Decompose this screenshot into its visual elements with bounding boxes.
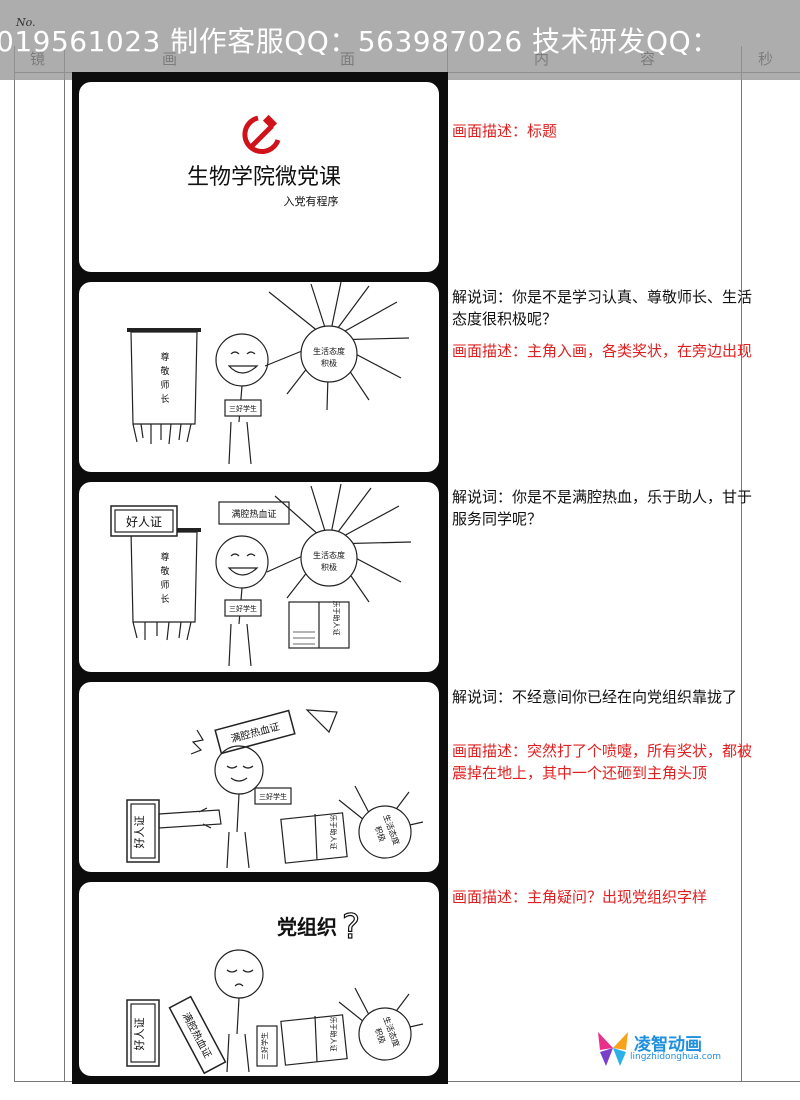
banner-char-1: 尊 bbox=[160, 551, 169, 563]
banner-char-2: 敬 bbox=[160, 365, 169, 377]
arrow-mark bbox=[305, 709, 338, 734]
row1-scene: 画面描述：标题 bbox=[452, 122, 558, 140]
row4-narration: 解说词：不经意间你已经在向党组织靠拢了 bbox=[452, 688, 738, 706]
butterfly-icon bbox=[598, 1032, 628, 1066]
brand-logo: 凌智动画 lingzhidonghua.com bbox=[596, 1028, 746, 1072]
award-book bbox=[256, 1025, 278, 1067]
sun-label-2: 积极 bbox=[321, 562, 337, 572]
good-person-certificate: 好人证 bbox=[126, 799, 160, 863]
banner-char-2: 敬 bbox=[160, 565, 169, 577]
scroll-banner: 尊 敬 师 长 bbox=[127, 328, 201, 445]
sneeze-burst bbox=[190, 729, 204, 755]
party-org-label: 党组织 bbox=[277, 915, 337, 939]
passion-certificate bbox=[218, 501, 290, 525]
banner-char-4: 长 bbox=[160, 393, 169, 405]
award-book bbox=[224, 399, 262, 417]
passion-certificate bbox=[168, 995, 227, 1075]
award-book bbox=[224, 599, 262, 617]
character bbox=[214, 745, 264, 869]
sun-badge: 生活态度 积极 bbox=[266, 483, 412, 603]
sun-badge: 生活态度 积极 bbox=[264, 282, 410, 411]
good-person-certificate: 好人证 bbox=[126, 999, 160, 1067]
no-label: No. bbox=[16, 16, 36, 29]
award-book-label: 三好学生 bbox=[229, 604, 257, 613]
question-mark: ? bbox=[342, 907, 360, 947]
sun-badge: 生活态度 积极 bbox=[338, 987, 424, 1061]
party-emblem-icon bbox=[242, 114, 281, 155]
character bbox=[215, 535, 269, 667]
good-person-certificate bbox=[110, 505, 178, 537]
passion-certificate bbox=[214, 709, 296, 755]
passion-label: 满腔热血证 bbox=[231, 508, 276, 520]
helpful-certificate: 乐于助人证 bbox=[288, 601, 350, 649]
logo-name: 凌智动画 bbox=[634, 1035, 702, 1055]
row5-scene: 画面描述：主角疑问？出现党组织字样 bbox=[452, 888, 708, 906]
sun-label-2: 积极 bbox=[321, 358, 337, 368]
sun-badge: 生活态度 积极 bbox=[338, 785, 424, 859]
character bbox=[214, 949, 264, 1073]
watermark-text: 019561023 制作客服QQ：563987026 技术研发QQ： bbox=[0, 25, 720, 58]
award-book-label: 三好学生 bbox=[260, 1032, 269, 1060]
grid-line bbox=[741, 46, 742, 1082]
row3-narration: 解说词：你是不是满腔热血，乐于助人，甘于服务同学呢？ bbox=[452, 488, 753, 528]
scroll-banner: 尊 敬 师 长 bbox=[127, 528, 201, 641]
logo-url: lingzhidonghua.com bbox=[630, 1052, 721, 1062]
banner-char-3: 师 bbox=[160, 579, 169, 591]
sun-label-1: 生活态度 bbox=[313, 550, 345, 560]
panel1-title: 生物学院微党课 bbox=[187, 165, 341, 190]
sun-label-1: 生活态度 bbox=[313, 346, 345, 356]
good-person-label: 好人证 bbox=[132, 816, 146, 849]
good-person-label: 好人证 bbox=[132, 1018, 146, 1051]
row2-scene: 画面描述：主角入画，各类奖状，在旁边出现 bbox=[452, 342, 753, 360]
banner-char-1: 尊 bbox=[160, 351, 169, 363]
panel-1: 生物学院微党课 入党有程序 bbox=[79, 82, 439, 272]
panel-4: 满腔热血证 三好学生 好人证 bbox=[79, 682, 439, 872]
banner-char-3: 师 bbox=[160, 379, 169, 391]
helpful-label: 乐于助人证 bbox=[329, 1017, 338, 1052]
helpful-label: 乐于助人证 bbox=[329, 815, 338, 850]
helpful-certificate: 乐于助人证 bbox=[280, 812, 348, 864]
banner-char-4: 长 bbox=[160, 593, 169, 605]
row4-scene: 画面描述：突然打了个喷嚏，所有奖状，都被震掉在地上，其中一个还砸到主角头顶 bbox=[452, 742, 753, 782]
panel1-subtitle: 入党有程序 bbox=[284, 194, 339, 208]
helpful-certificate: 乐于助人证 bbox=[280, 1014, 348, 1066]
award-book bbox=[254, 787, 292, 805]
award-book-label: 三好学生 bbox=[229, 404, 257, 413]
character bbox=[215, 333, 269, 465]
watermark-banner: No. 019561023 制作客服QQ：563987026 技术研发QQ： bbox=[0, 0, 800, 80]
grid-line bbox=[64, 46, 65, 1082]
row2-narration: 解说词：你是不是学习认真、尊敬师长、生活态度很积极呢？ bbox=[452, 288, 753, 328]
award-book-label: 三好学生 bbox=[259, 792, 287, 801]
panel-2: 尊 敬 师 长 三好学生 生活态度 积极 bbox=[79, 282, 439, 472]
helpful-label: 乐于助人证 bbox=[332, 601, 341, 636]
fallen-banner bbox=[158, 807, 222, 829]
grid-line bbox=[14, 46, 15, 1082]
good-person-label: 好人证 bbox=[126, 515, 162, 529]
panel-3: 尊 敬 师 长 好人证 三好学生 满腔热血证 bbox=[79, 482, 439, 672]
panel-5: 党组织 ? 三好学生 好人证 满腔热血证 bbox=[79, 882, 439, 1076]
